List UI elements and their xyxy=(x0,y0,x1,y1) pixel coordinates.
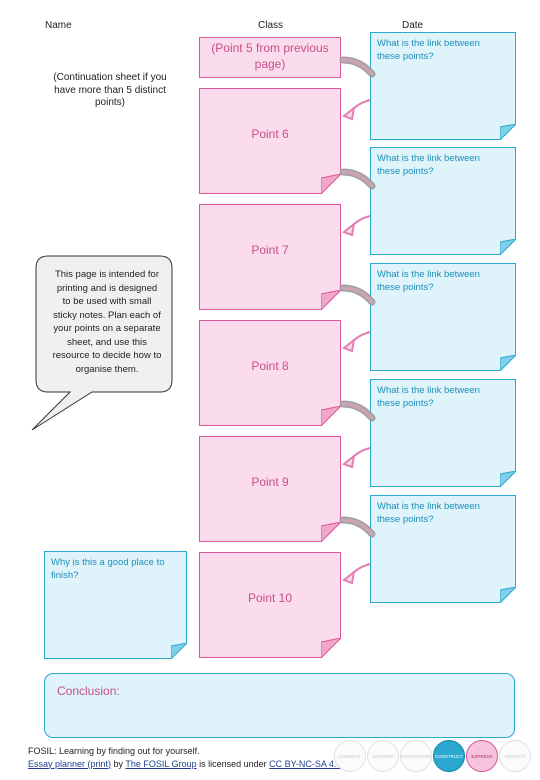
arrowhead-icon xyxy=(342,221,356,237)
stage-reflect: REFLECT xyxy=(499,740,531,772)
arrowhead-icon xyxy=(342,105,356,121)
link-note-4: What is the link between these points? xyxy=(370,379,516,487)
page-fold-icon xyxy=(321,290,341,310)
link-band xyxy=(341,402,374,420)
page-fold-icon xyxy=(321,522,341,542)
license-link[interactable]: CC BY-NC-SA 4.0 xyxy=(269,758,342,769)
point-10-label: Point 10 xyxy=(247,591,293,605)
page-fold-icon xyxy=(500,239,516,255)
page-fold-icon xyxy=(500,355,516,371)
fosil-stage-circles: CONNECT WONDER INVESTIGATE CONSTRUCT EXP… xyxy=(334,740,534,776)
stage-wonder: WONDER xyxy=(367,740,399,772)
continuation-note: (Continuation sheet if you have more tha… xyxy=(53,72,167,108)
stage-express: EXPRESS xyxy=(466,740,498,772)
link-note-5: What is the link between these points? xyxy=(370,495,516,603)
finish-note: Why is this a good place to finish? xyxy=(44,551,187,659)
conclusion-box: Conclusion: xyxy=(44,673,515,738)
date-label: Date xyxy=(402,20,424,31)
conclusion-label: Conclusion: xyxy=(57,684,120,698)
point-10-note: Point 10 xyxy=(199,552,341,658)
link-question: What is the link between these points? xyxy=(377,153,480,177)
point-7-label: Point 7 xyxy=(251,243,289,257)
link-note-2: What is the link between these points? xyxy=(370,147,516,255)
page-fold-icon xyxy=(500,587,516,603)
footer-licensed: is licensed under xyxy=(196,758,270,769)
class-label: Class xyxy=(258,20,284,31)
point-6-note: Point 6 xyxy=(199,88,341,194)
arrowhead-icon xyxy=(342,453,356,469)
stage-investigate: INVESTIGATE xyxy=(400,740,432,772)
link-question: What is the link between these points? xyxy=(377,269,480,293)
link-note-1: What is the link between these points? xyxy=(370,32,516,140)
point-6-label: Point 6 xyxy=(251,127,289,141)
arrowhead-icon xyxy=(342,337,356,353)
fosil-group-link[interactable]: The FOSIL Group xyxy=(125,758,197,769)
link-question: What is the link between these points? xyxy=(377,385,480,409)
link-question: What is the link between these points? xyxy=(377,501,480,525)
link-band xyxy=(341,170,374,188)
point-9-note: Point 9 xyxy=(199,436,341,542)
link-band xyxy=(341,518,374,536)
page-fold-icon xyxy=(500,124,516,140)
link-band xyxy=(341,286,374,304)
footer-by: by xyxy=(111,758,126,769)
page-fold-icon xyxy=(321,638,341,658)
finish-question: Why is this a good place to finish? xyxy=(51,557,165,581)
stage-connect: CONNECT xyxy=(334,740,366,772)
point-8-note: Point 8 xyxy=(199,320,341,426)
footer-line-2: Essay planner (print) by The FOSIL Group… xyxy=(28,758,341,771)
footer: FOSIL: Learning by finding out for yours… xyxy=(28,745,341,770)
link-note-3: What is the link between these points? xyxy=(370,263,516,371)
page-fold-icon xyxy=(171,643,187,659)
footer-line-1: FOSIL: Learning by finding out for yours… xyxy=(28,746,200,756)
stage-construct: CONSTRUCT xyxy=(433,740,465,772)
point-8-label: Point 8 xyxy=(251,359,289,373)
page-fold-icon xyxy=(500,471,516,487)
point-5-note: (Point 5 from previous page) xyxy=(199,37,341,78)
point-9-label: Point 9 xyxy=(251,475,289,489)
point-5-label: (Point 5 from previous page) xyxy=(211,41,329,71)
point-7-note: Point 7 xyxy=(199,204,341,310)
link-band xyxy=(341,58,374,76)
page-fold-icon xyxy=(321,174,341,194)
essay-planner-link[interactable]: Essay planner (print) xyxy=(28,758,112,769)
arrowhead-icon xyxy=(342,569,356,585)
speech-bubble-text: This page is intended for printing and i… xyxy=(52,269,162,375)
link-question: What is the link between these points? xyxy=(377,38,480,62)
name-label: Name xyxy=(45,20,72,31)
page-fold-icon xyxy=(321,406,341,426)
